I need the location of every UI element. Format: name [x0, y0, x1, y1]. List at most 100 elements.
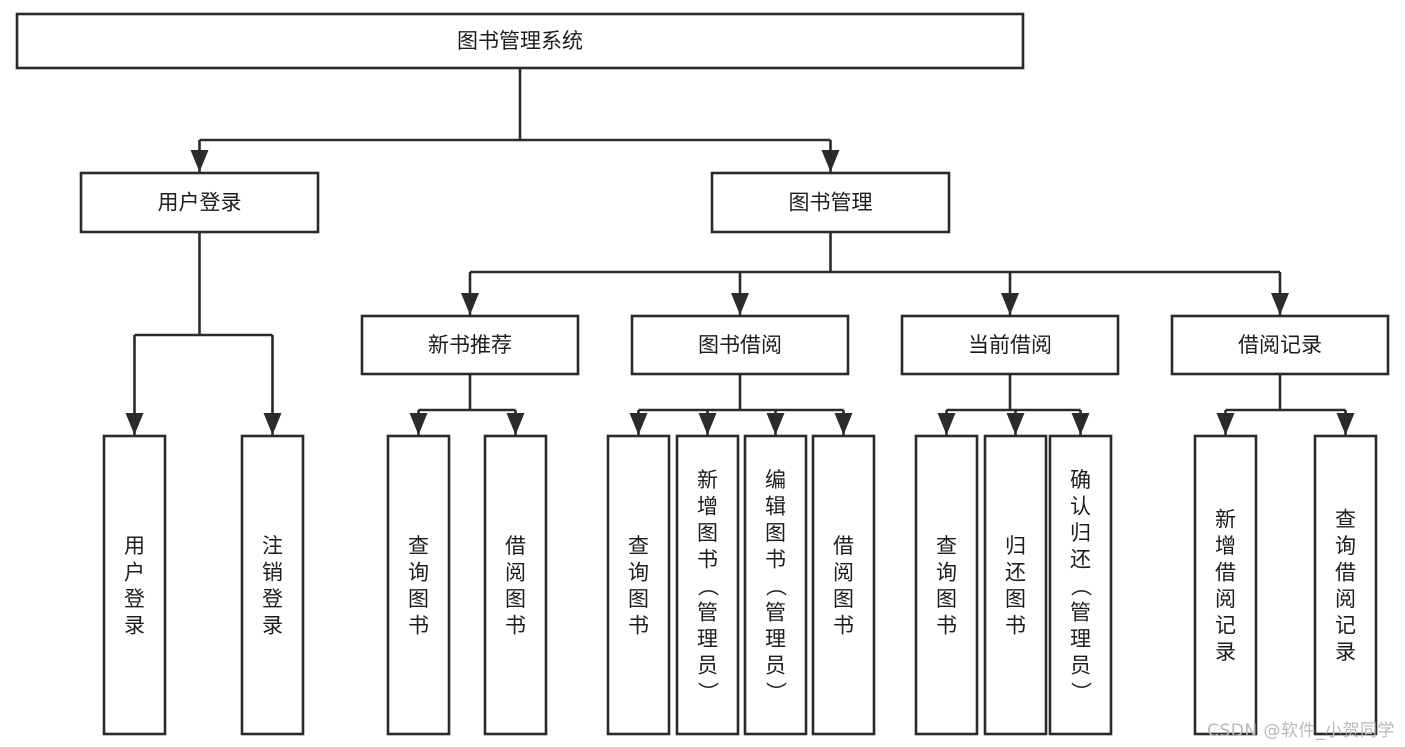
level2-node-book-management[interactable]: 图书管理	[710, 171, 951, 234]
node-label-char: 录	[1215, 640, 1236, 664]
node-label-char: 增	[1215, 534, 1236, 558]
node-label-char: ）	[696, 681, 720, 702]
node-label-char: 图	[765, 521, 786, 545]
node-label-char: 理	[697, 627, 718, 651]
node-box	[710, 171, 951, 234]
arrow-head-icon	[766, 413, 785, 435]
node-label-char: 确	[1070, 468, 1091, 492]
node-label-char: 户	[124, 561, 145, 585]
node-box	[1193, 434, 1258, 736]
arrow-head-icon	[190, 150, 209, 172]
node-label-char: 管	[765, 600, 786, 624]
node-box	[983, 434, 1048, 736]
node-label-char: 认	[1070, 494, 1091, 518]
node-label-char: 新	[1215, 508, 1236, 532]
node-box	[914, 434, 979, 736]
arrow-head-icon	[834, 413, 853, 435]
arrow-head-icon	[937, 413, 956, 435]
node-label-char: 员	[697, 653, 718, 677]
node-label-char: 录	[124, 614, 145, 638]
node-label: 图书借阅	[698, 333, 782, 357]
level2-node-user-login[interactable]: 用户登录	[79, 171, 320, 234]
node-box	[811, 434, 876, 736]
arrow-head-icon	[263, 413, 282, 435]
node-label-char: 录	[262, 614, 283, 638]
node-label: 用户登录	[158, 191, 242, 215]
node-label-char: 理	[1070, 627, 1091, 651]
node-label-char: 记	[1215, 614, 1236, 638]
node-label-char: 还	[1070, 547, 1091, 571]
node-box	[240, 434, 305, 736]
node-box	[606, 434, 671, 736]
arrow-head-icon	[1001, 293, 1019, 315]
node-label-char: 录	[1335, 640, 1356, 664]
node-label-char: 书	[697, 547, 718, 571]
arrow-head-icon	[731, 293, 749, 315]
arrow-head-icon	[125, 413, 144, 435]
node-label-char: 增	[697, 494, 718, 518]
leaf-node-leaf-user-login[interactable]: 用户登录	[102, 434, 167, 736]
node-label-char: 编	[765, 468, 786, 492]
node-label-char: （	[1069, 575, 1093, 596]
node-label-char: 图	[697, 521, 718, 545]
node-label-char: 查	[628, 534, 649, 558]
node-label: 借阅记录	[1238, 333, 1322, 357]
root-node-undefined[interactable]: 图书管理系统	[15, 12, 1025, 70]
node-box	[630, 314, 850, 376]
node-label-char: 理	[765, 627, 786, 651]
node-box	[483, 434, 548, 736]
node-label-char: 用	[124, 534, 145, 558]
node-label-char: 询	[408, 561, 429, 585]
arrow-head-icon	[1071, 413, 1090, 435]
node-label-char: 新	[697, 468, 718, 492]
node-label-char: 书	[833, 614, 854, 638]
node-label-char: 图	[628, 587, 649, 611]
node-label: 图书管理	[789, 191, 873, 215]
node-box	[360, 314, 580, 376]
node-box	[15, 12, 1025, 70]
level3-node-current-borrow[interactable]: 当前借阅	[900, 314, 1120, 376]
node-label-char: 销	[262, 561, 283, 585]
node-label-char: 借	[1215, 561, 1236, 585]
node-label-char: ）	[764, 681, 788, 702]
node-label-char: 辑	[765, 494, 786, 518]
node-label-char: 图	[833, 587, 854, 611]
arrow-head-icon	[629, 413, 648, 435]
node-box	[743, 434, 808, 736]
node-label-char: 查	[936, 534, 957, 558]
node-box	[1048, 434, 1113, 736]
csdn-watermark: CSDN @软件_小贺同学	[1207, 721, 1395, 741]
level3-node-borrow-record[interactable]: 借阅记录	[1170, 314, 1390, 376]
node-label: 图书管理系统	[457, 29, 583, 53]
node-label: 当前借阅	[968, 333, 1052, 357]
level3-node-book-borrow[interactable]: 图书借阅	[630, 314, 850, 376]
node-label-char: 查	[1335, 508, 1356, 532]
arrow-head-icon	[506, 413, 525, 435]
arrow-head-icon	[1006, 413, 1025, 435]
node-label-char: 借	[505, 534, 526, 558]
arrow-head-icon	[1271, 293, 1289, 315]
node-label-char: 归	[1005, 534, 1026, 558]
arrow-head-icon	[461, 293, 479, 315]
node-label-char: 书	[408, 614, 429, 638]
level3-node-new-book-recommend[interactable]: 新书推荐	[360, 314, 580, 376]
arrow-head-icon	[1216, 413, 1235, 435]
node-label-char: ）	[1069, 681, 1093, 702]
node-label-char: 图	[936, 587, 957, 611]
arrow-head-icon	[1336, 413, 1355, 435]
node-label-char: 管	[697, 600, 718, 624]
node-label-char: 书	[628, 614, 649, 638]
node-label-char: 登	[124, 587, 145, 611]
